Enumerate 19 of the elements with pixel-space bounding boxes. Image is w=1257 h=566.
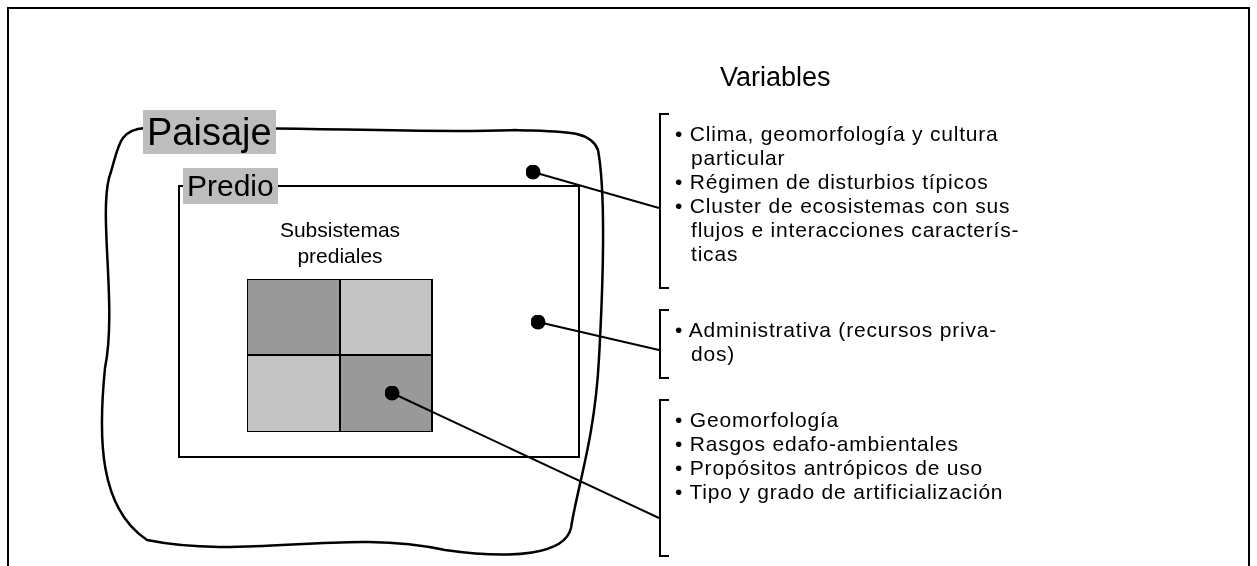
- landscape-label: Paisaje: [143, 110, 276, 154]
- bullet-item: • Propósitos antrópicos de uso: [675, 456, 984, 480]
- bullet-item: • Administrativa (recursos priva- dos): [675, 318, 998, 366]
- subsystem-cell: [340, 279, 432, 355]
- bullet-item: • Rasgos edafo-ambientales: [675, 432, 960, 456]
- bullet-item: • Régimen de disturbios típicos: [675, 170, 990, 194]
- bullet-item: • Tipo y grado de artificialización: [675, 480, 1005, 504]
- connector-line: [384, 385, 660, 519]
- property-label: Predio: [183, 168, 278, 204]
- bullet-item: • Clima, geomorfología y cultura particular: [675, 122, 1000, 170]
- bullet-item: • Cluster de ecosistemas con sus flujos e interacciones caracterís- ticas: [675, 194, 1021, 266]
- subsystem-cell: [247, 279, 340, 355]
- heading-text: Subsistemas prediales: [278, 217, 402, 269]
- connector-line: [525, 164, 660, 209]
- bullet-item: • Geomorfología: [675, 408, 841, 432]
- subsystem-cell: [247, 355, 340, 432]
- connector-line: [530, 314, 660, 351]
- subsystem-cell: [340, 355, 432, 432]
- heading-text: Variables: [720, 62, 831, 93]
